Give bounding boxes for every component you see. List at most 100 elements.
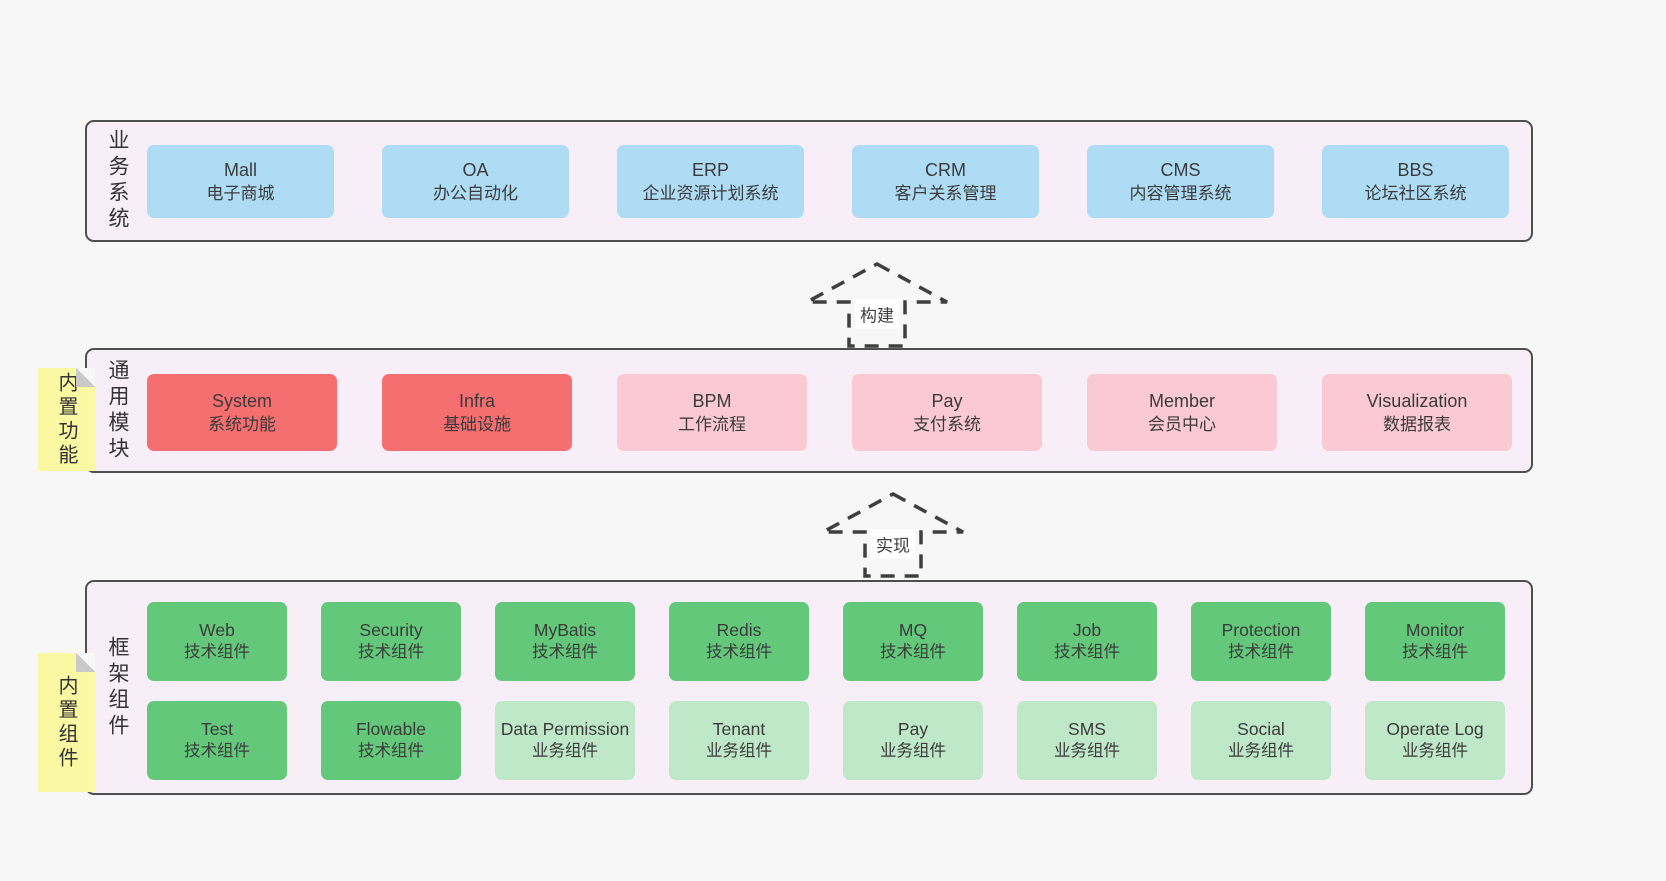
box-member: Member 会员中心 <box>1087 374 1277 451</box>
box-subtitle: 技术组件 <box>358 643 424 662</box>
box-subtitle: 工作流程 <box>678 415 746 435</box>
box-title: Web <box>199 620 235 641</box>
layer-framework-components: 框架组件 Web 技术组件 Security 技术组件 MyBatis 技术组件… <box>85 580 1533 795</box>
box-title: Mall <box>223 159 257 180</box>
box-title: Visualization <box>1366 390 1468 411</box>
box-title: BPM <box>692 390 732 411</box>
box-title: Data Permission <box>500 719 630 740</box>
box-infra: Infra 基础设施 <box>382 374 572 451</box>
box-title: Redis <box>716 620 762 641</box>
box-mall: Mall 电子商城 <box>147 145 334 218</box>
box-title: MQ <box>898 620 928 641</box>
box-protection: Protection 技术组件 <box>1191 602 1331 681</box>
box-oa: OA 办公自动化 <box>382 145 569 218</box>
box-pay: Pay 支付系统 <box>852 374 1042 451</box>
box-subtitle: 业务组件 <box>1228 742 1294 761</box>
box-title: Member <box>1148 390 1215 411</box>
box-title: Pay <box>897 719 929 740</box>
box-title: Security <box>359 620 423 641</box>
sticky-tag-label: 内置组件 <box>55 674 77 771</box>
arrow-up-icon <box>806 262 948 348</box>
box-system: System 系统功能 <box>147 374 337 451</box>
box-title: CMS <box>1160 159 1201 180</box>
arrow-label-implement: 实现 <box>871 529 915 559</box>
box-subtitle: 系统功能 <box>208 415 276 435</box>
box-subtitle: 技术组件 <box>358 742 424 761</box>
box-subtitle: 客户关系管理 <box>894 184 997 204</box>
sticky-tag-label: 内置功能 <box>55 371 77 468</box>
box-web: Web 技术组件 <box>147 602 287 681</box>
box-subtitle: 企业资源计划系统 <box>642 184 779 204</box>
box-title: Job <box>1072 620 1102 641</box>
arrow-label-build: 构建 <box>855 299 899 329</box>
box-subtitle: 基础设施 <box>443 415 511 435</box>
layer-label-business-systems: 业务系统 <box>106 129 129 233</box>
box-sms: SMS 业务组件 <box>1017 701 1157 780</box>
box-title: Flowable <box>355 719 427 740</box>
box-title: Tenant <box>712 719 766 740</box>
box-subtitle: 业务组件 <box>706 742 772 761</box>
box-subtitle: 电子商城 <box>206 184 275 204</box>
layer-label-common-modules: 通用模块 <box>106 358 129 463</box>
box-erp: ERP 企业资源计划系统 <box>617 145 804 218</box>
box-subtitle: 技术组件 <box>184 742 250 761</box>
box-subtitle: 会员中心 <box>1148 415 1216 435</box>
box-mq: MQ 技术组件 <box>843 602 983 681</box>
box-subtitle: 业务组件 <box>532 742 598 761</box>
box-subtitle: 技术组件 <box>532 643 598 662</box>
box-redis: Redis 技术组件 <box>669 602 809 681</box>
box-title: BBS <box>1397 159 1434 180</box>
box-monitor: Monitor 技术组件 <box>1365 602 1505 681</box>
box-subtitle: 技术组件 <box>880 643 946 662</box>
box-subtitle: 技术组件 <box>706 643 772 662</box>
box-title: ERP <box>691 159 729 180</box>
box-title: CRM <box>925 159 966 180</box>
box-subtitle: 技术组件 <box>1402 643 1468 662</box>
box-subtitle: 支付系统 <box>913 415 981 435</box>
implement-arrow: 实现 <box>818 490 968 582</box>
box-subtitle: 技术组件 <box>1054 643 1120 662</box>
box-title: Social <box>1237 719 1285 740</box>
box-subtitle: 业务组件 <box>1054 742 1120 761</box>
box-title: Test <box>200 719 234 740</box>
box-tenant: Tenant 业务组件 <box>669 701 809 780</box>
box-subtitle: 论坛社区系统 <box>1364 184 1467 204</box>
box-visualization: Visualization 数据报表 <box>1322 374 1512 451</box>
modules-box-row: System 系统功能 Infra 基础设施 BPM 工作流程 Pay 支付系统… <box>147 374 1512 451</box>
box-subtitle: 技术组件 <box>184 643 250 662</box>
box-job: Job 技术组件 <box>1017 602 1157 681</box>
box-subtitle: 办公自动化 <box>433 184 518 204</box>
box-title: MyBatis <box>533 620 597 641</box>
box-pay-biz: Pay 业务组件 <box>843 701 983 780</box>
box-title: SMS <box>1068 719 1106 740</box>
box-title: Operate Log <box>1386 719 1484 740</box>
box-title: Monitor <box>1405 620 1465 641</box>
box-subtitle: 数据报表 <box>1383 415 1451 435</box>
box-social: Social 业务组件 <box>1191 701 1331 780</box>
business-box-row: Mall 电子商城 OA 办公自动化 ERP 企业资源计划系统 CRM 客户关系… <box>147 145 1509 218</box>
box-data-permission: Data Permission 业务组件 <box>495 701 635 780</box>
build-arrow: 构建 <box>802 260 952 352</box>
components-box-grid: Web 技术组件 Security 技术组件 MyBatis 技术组件 Redi… <box>147 602 1505 780</box>
box-title: Infra <box>458 390 496 411</box>
sticky-tag-built-in-components: 内置组件 <box>38 653 95 792</box>
sticky-tag-built-in-features: 内置功能 <box>38 368 95 471</box>
box-subtitle: 技术组件 <box>1228 643 1294 662</box>
box-security: Security 技术组件 <box>321 602 461 681</box>
box-bbs: BBS 论坛社区系统 <box>1322 145 1509 218</box>
layer-label-framework-components: 框架组件 <box>106 635 129 740</box>
box-flowable: Flowable 技术组件 <box>321 701 461 780</box>
box-operate-log: Operate Log 业务组件 <box>1365 701 1505 780</box>
box-title: System <box>211 390 272 411</box>
box-bpm: BPM 工作流程 <box>617 374 807 451</box>
arrow-up-icon <box>822 492 964 578</box>
box-title: OA <box>462 159 489 180</box>
box-title: Protection <box>1221 620 1301 641</box>
box-test: Test 技术组件 <box>147 701 287 780</box>
box-crm: CRM 客户关系管理 <box>852 145 1039 218</box>
box-subtitle: 业务组件 <box>880 742 946 761</box>
box-title: Pay <box>931 390 963 411</box>
box-subtitle: 内容管理系统 <box>1129 184 1232 204</box>
layer-business-systems: 业务系统 Mall 电子商城 OA 办公自动化 ERP 企业资源计划系统 CRM… <box>85 120 1533 242</box>
box-mybatis: MyBatis 技术组件 <box>495 602 635 681</box>
